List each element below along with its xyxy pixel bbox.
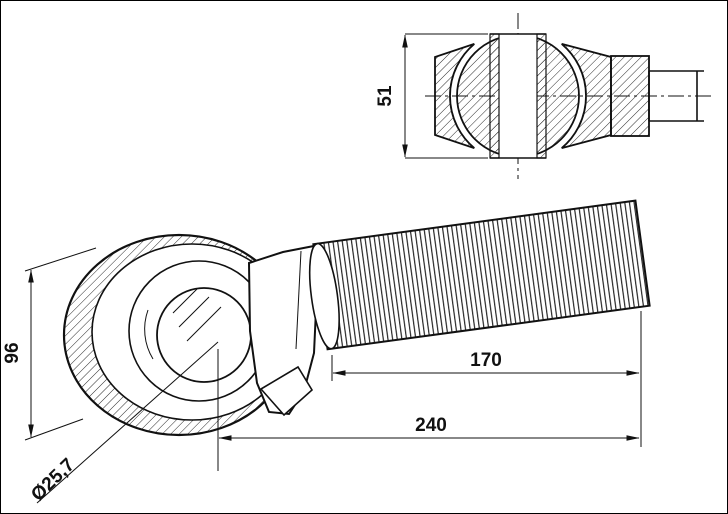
- dim-240: 240: [217, 349, 640, 471]
- dim-96-label: 96: [2, 342, 23, 363]
- shaft-stub: [648, 70, 704, 122]
- section-view: [425, 13, 715, 179]
- thread-runout: [308, 242, 340, 350]
- shaft-collar-section: [610, 55, 650, 137]
- bore-tube-inner: [499, 34, 537, 158]
- dim-51-label: 51: [375, 85, 396, 107]
- housing-right-section: [561, 43, 612, 149]
- seat-shading-arc: [144, 309, 154, 360]
- bore-shading-lines: [172, 288, 222, 342]
- connector-chamfer-line: [295, 250, 302, 350]
- dim-240-label: 240: [415, 415, 447, 436]
- dim-170-label: 170: [470, 350, 502, 371]
- dim-51: 51: [375, 33, 488, 159]
- bore-diameter-label: Ø25,7: [27, 455, 79, 506]
- main-view: [62, 233, 321, 437]
- housing-left-section: [434, 43, 475, 149]
- bore-leader-line: [36, 341, 219, 504]
- dim-170: 170: [331, 311, 642, 447]
- bore-tube-wall-left: [489, 33, 500, 159]
- bore-tube-wall-right: [536, 33, 547, 159]
- connector-lug: [259, 365, 314, 417]
- dim-96: 96: [2, 247, 97, 441]
- thread-body: [312, 199, 651, 351]
- threaded-rod: [308, 199, 651, 351]
